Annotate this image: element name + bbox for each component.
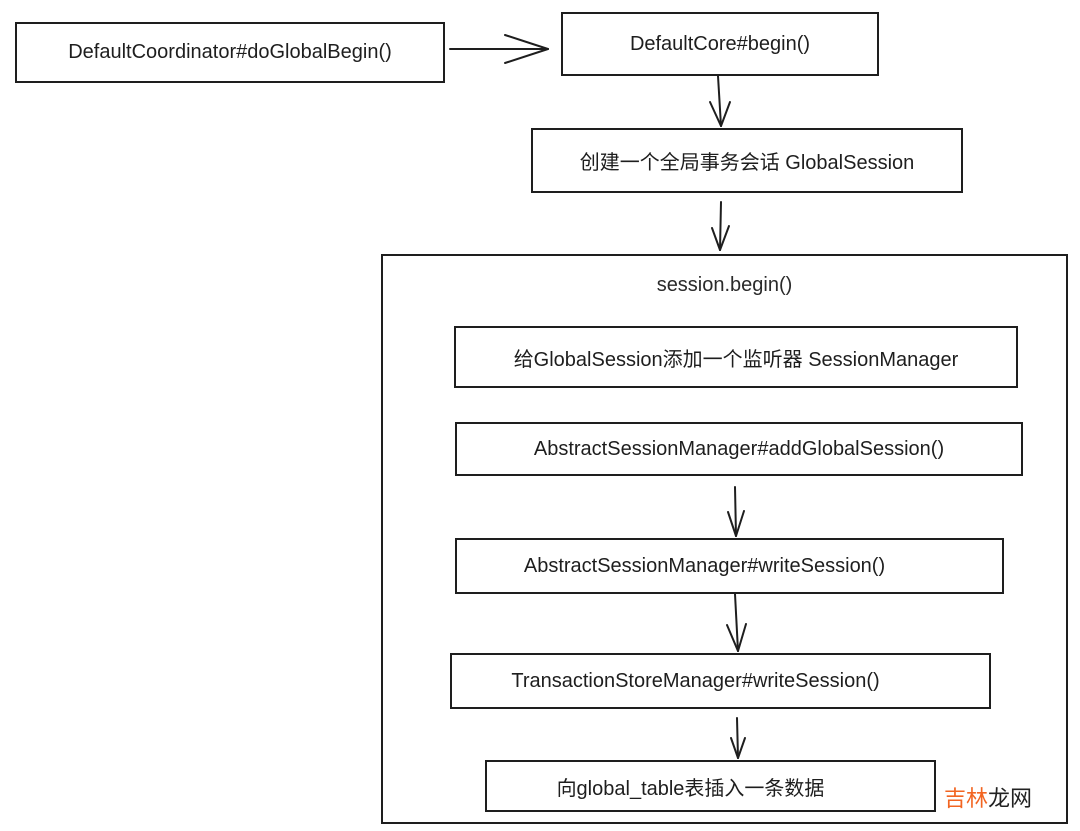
node-add-global-session: AbstractSessionManager#addGlobalSession(… [455,422,1023,476]
watermark-part1: 吉林 [944,786,989,811]
node-label: 创建一个全局事务会话 GlobalSession [579,152,915,174]
node-label: 给GlobalSession添加一个监听器 SessionManager [513,348,959,371]
watermark: 吉林龙网 [944,781,1032,813]
node-add-listener: 给GlobalSession添加一个监听器 SessionManager [454,326,1018,388]
node-label: 向global_table表插入一条数据 [556,777,825,800]
watermark-part2: 龙网 [988,786,1033,811]
container-title: session.begin() [656,274,793,296]
node-label: AbstractSessionManager#addGlobalSession(… [533,437,945,460]
session-begin-container: session.begin() [381,254,1068,824]
arrow-core-to-create-session [709,75,731,127]
node-abstract-write-session: AbstractSessionManager#writeSession() [455,538,1004,594]
node-store-write-session: TransactionStoreManager#writeSession() [450,653,991,709]
arrow-coordinator-to-core [449,34,549,64]
node-insert-global-table: 向global_table表插入一条数据 [485,760,936,812]
node-label: DefaultCore#begin() [629,32,811,55]
node-label: AbstractSessionManager#writeSession() [523,554,886,577]
node-default-core-begin: DefaultCore#begin() [561,12,879,76]
arrow-create-session-to-container [711,201,730,251]
node-create-global-session: 创建一个全局事务会话 GlobalSession [531,128,963,193]
node-default-coordinator: DefaultCoordinator#doGlobalBegin() [15,22,445,83]
node-label: DefaultCoordinator#doGlobalBegin() [68,41,392,63]
node-label: TransactionStoreManager#writeSession() [511,669,880,692]
